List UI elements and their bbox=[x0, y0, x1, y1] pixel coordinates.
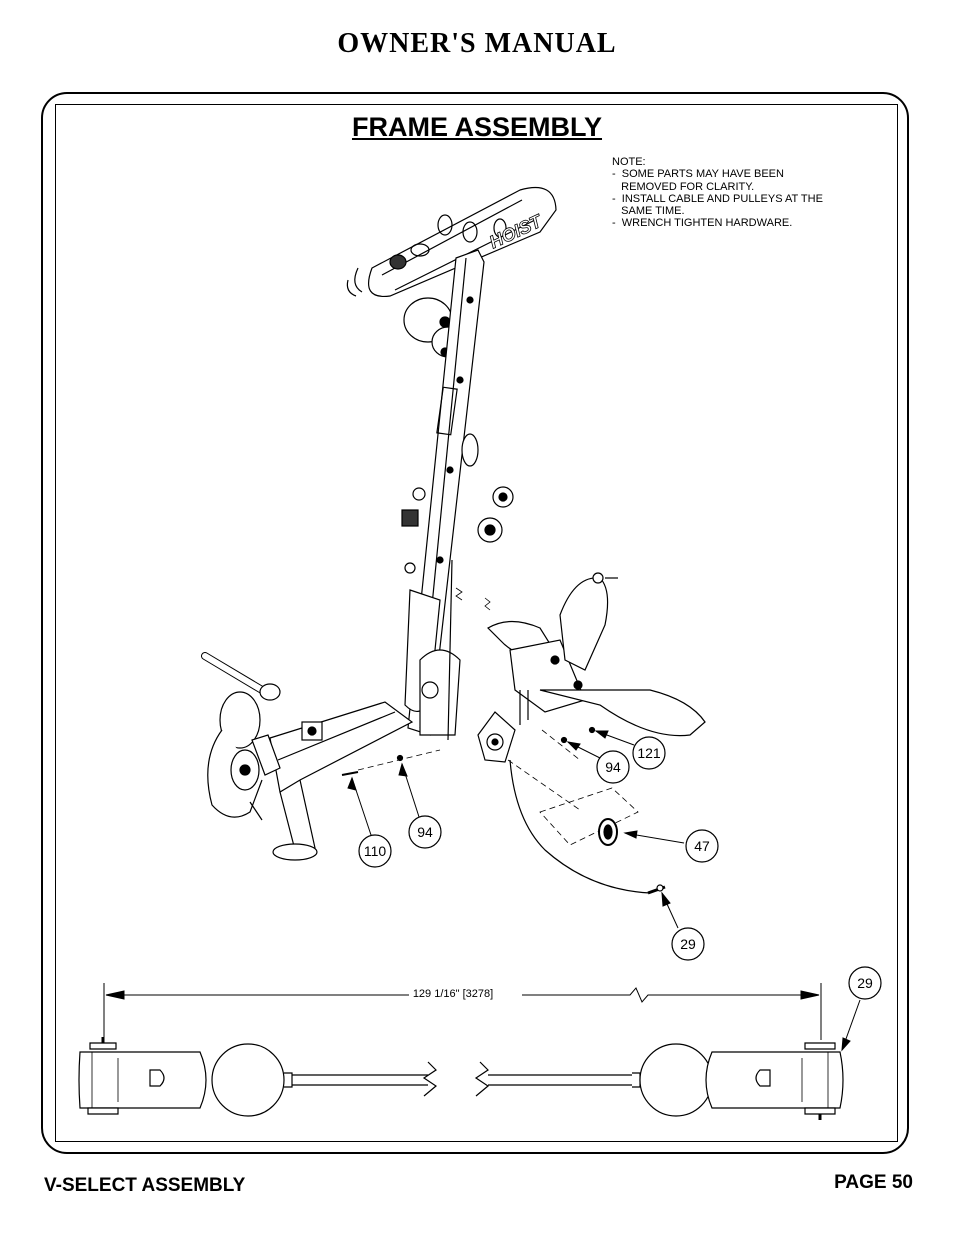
section-title: FRAME ASSEMBLY bbox=[351, 112, 603, 142]
washer-icon bbox=[396, 726, 596, 762]
callout-121: 121 bbox=[637, 745, 661, 761]
inner-border bbox=[55, 104, 898, 1142]
assembly-note: NOTE: - SOME PARTS MAY HAVE BEEN REMOVED… bbox=[612, 156, 823, 230]
page-header-title: OWNER'S MANUAL bbox=[337, 28, 617, 59]
callout-circle bbox=[848, 966, 882, 1000]
callout-94-a: 94 bbox=[417, 824, 433, 840]
callout-29-b: 29 bbox=[857, 975, 873, 991]
right-arm-pivot bbox=[477, 572, 706, 763]
dimension-line bbox=[103, 983, 822, 1040]
cable-end-left bbox=[78, 1037, 438, 1117]
cable-end-icon bbox=[647, 884, 666, 895]
cable-icon bbox=[447, 559, 651, 894]
cable-end-right bbox=[474, 1042, 844, 1120]
callout-circle bbox=[358, 834, 392, 868]
callout-circle bbox=[596, 750, 630, 784]
callout-circle bbox=[685, 829, 719, 863]
left-arm-pivot bbox=[201, 652, 281, 821]
bolt-icon bbox=[341, 749, 441, 776]
top-head-plate: HOIST bbox=[346, 186, 557, 298]
callout-leaders bbox=[347, 730, 861, 1052]
callout-47: 47 bbox=[694, 838, 710, 854]
callout-circle bbox=[408, 815, 442, 849]
base-leg-left bbox=[269, 701, 414, 861]
callout-110: 110 bbox=[364, 843, 387, 859]
cable-length-text: 129 1/16" [3278] bbox=[408, 988, 498, 1000]
callout-circle bbox=[671, 927, 705, 961]
selector-knobs bbox=[401, 433, 514, 574]
cable-length-dimension: 129 1/16" [3278] bbox=[0, 988, 954, 1000]
footer-section-name: V-SELECT ASSEMBLY bbox=[44, 1175, 246, 1196]
exploded-pulley-47 bbox=[507, 729, 639, 846]
footer-page-number: PAGE 50 bbox=[834, 1172, 913, 1193]
outer-border bbox=[41, 92, 909, 1154]
callout-29-a: 29 bbox=[680, 936, 696, 952]
callout-circle bbox=[632, 736, 666, 770]
callout-94-b: 94 bbox=[605, 759, 621, 775]
